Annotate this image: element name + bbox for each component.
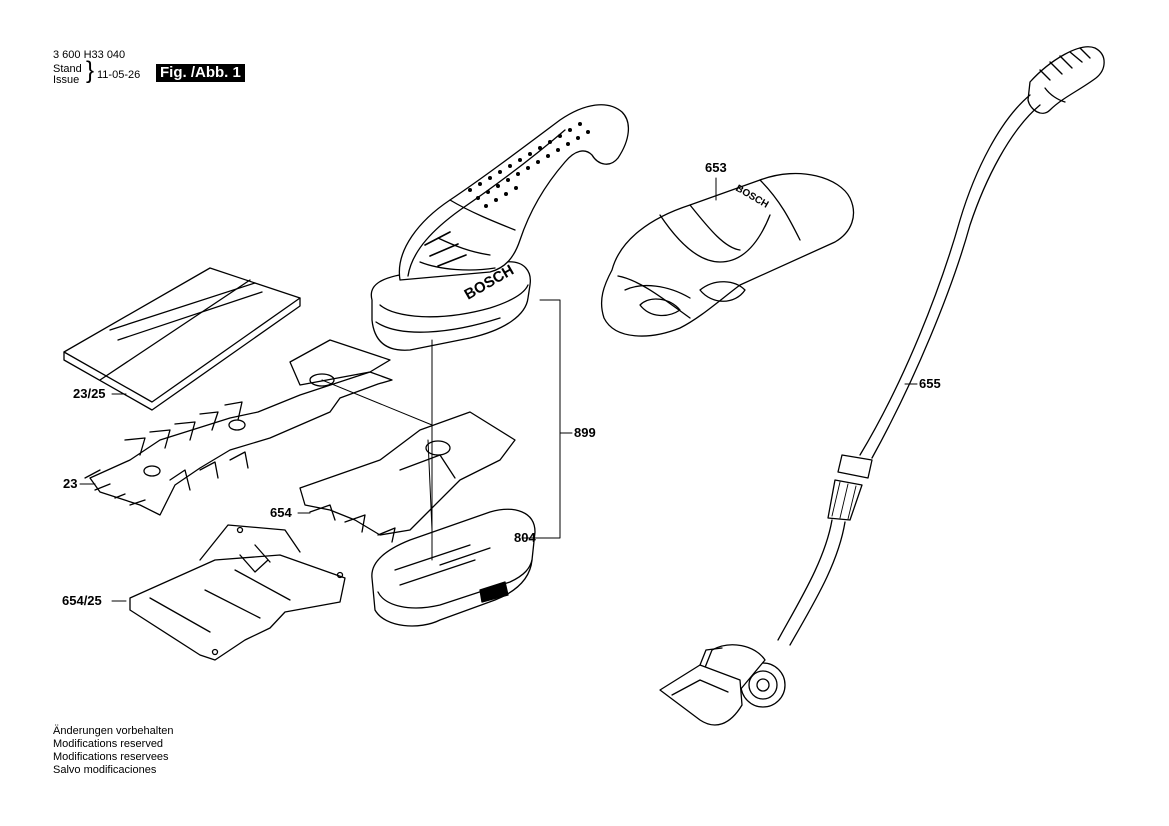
part-label-899: 899 xyxy=(574,425,596,440)
part-label-654-25: 654/25 xyxy=(62,593,102,608)
note-english: Modifications reserved xyxy=(53,738,164,750)
shear-body: BOSCH xyxy=(370,104,629,351)
blade-protector-long xyxy=(63,267,301,411)
extension-handle xyxy=(659,46,1105,726)
issue-date: 11-05-26 xyxy=(97,69,141,81)
part-label-23-25: 23/25 xyxy=(73,386,106,401)
grass-blade xyxy=(299,411,516,543)
part-label-804: 804 xyxy=(514,530,536,545)
stand-label: Stand xyxy=(53,63,82,75)
brace-glyph: } xyxy=(86,57,95,84)
part-label-653: 653 xyxy=(705,160,727,175)
document-number: 3 600 H33 040 xyxy=(53,49,126,61)
note-spanish: Salvo modificaciones xyxy=(53,764,157,776)
shrub-blade xyxy=(84,339,393,516)
note-french: Modifications reservees xyxy=(53,751,169,763)
grip-dots xyxy=(468,122,590,208)
part-label-654: 654 xyxy=(270,505,292,520)
figure-label: Fig. /Abb. 1 xyxy=(156,64,245,82)
leader-lines xyxy=(79,177,918,602)
note-german: Änderungen vorbehalten xyxy=(53,725,174,737)
part-label-655: 655 xyxy=(919,376,941,391)
storage-cradle: BOSCH xyxy=(600,172,855,337)
modification-notes: Änderungen vorbehalten Modifications res… xyxy=(53,725,173,777)
part-label-23: 23 xyxy=(63,476,78,491)
base-plate xyxy=(371,508,536,627)
issue-label: Issue xyxy=(53,74,80,86)
blade-protector-short xyxy=(129,524,346,661)
